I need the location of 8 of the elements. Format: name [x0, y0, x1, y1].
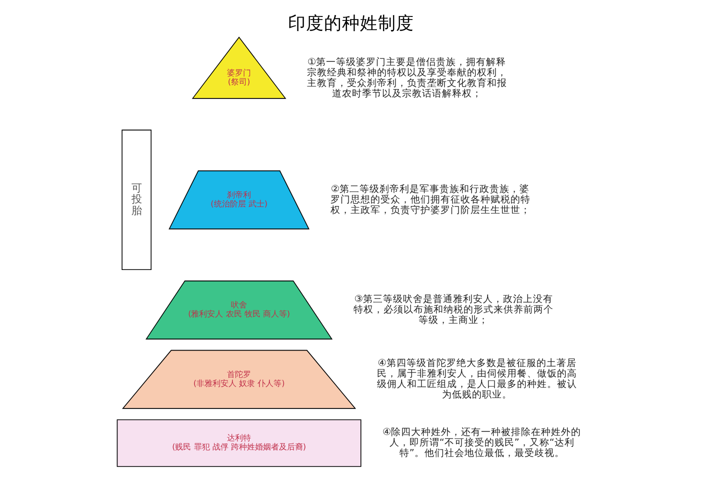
node-box: 可投胎 — [122, 130, 152, 270]
diagram-title: 印度的种姓制度 — [288, 14, 414, 34]
node-label: ④第四等级首陀罗绝大多数是被征服的土著居民，属于非雅利安人，由伺候用餐、做饭的高级佣人和工匠组成，是人口最多的种姓。被认为低贱的职业。 — [377, 358, 578, 401]
node-box: 达利特 (贱民 罪犯 战俘 跨种姓婚姻者及后裔) — [116, 419, 362, 467]
node-label: ①第一等级婆罗门主要是僧侣贵族，拥有解释宗教经典和祭神的特权以及享受奉献的权利，主教育，受众刹帝利，负责垄断文化教育和报道农时季节以及宗教话语解释权； — [306, 56, 507, 100]
node-label: ④除四大种姓外，还有一种被排除在种姓外的人，即所谓“不可接受的贱民”，又称“达利特”。他们社会地位最低，最受歧视。 — [382, 427, 582, 460]
node-label: ③第三等级吠舍是普通雅利安人，政治上没有特权，必须以布施和纳税的形式来供养前两个等级，主商业； — [354, 294, 554, 326]
node-label: ②第二等级刹帝利是军事贵族和行政贵族，婆罗门思想的受众，他们拥有征收各种赋税的特权，主政军，负责守护婆罗门阶层生生世世； — [330, 184, 530, 216]
